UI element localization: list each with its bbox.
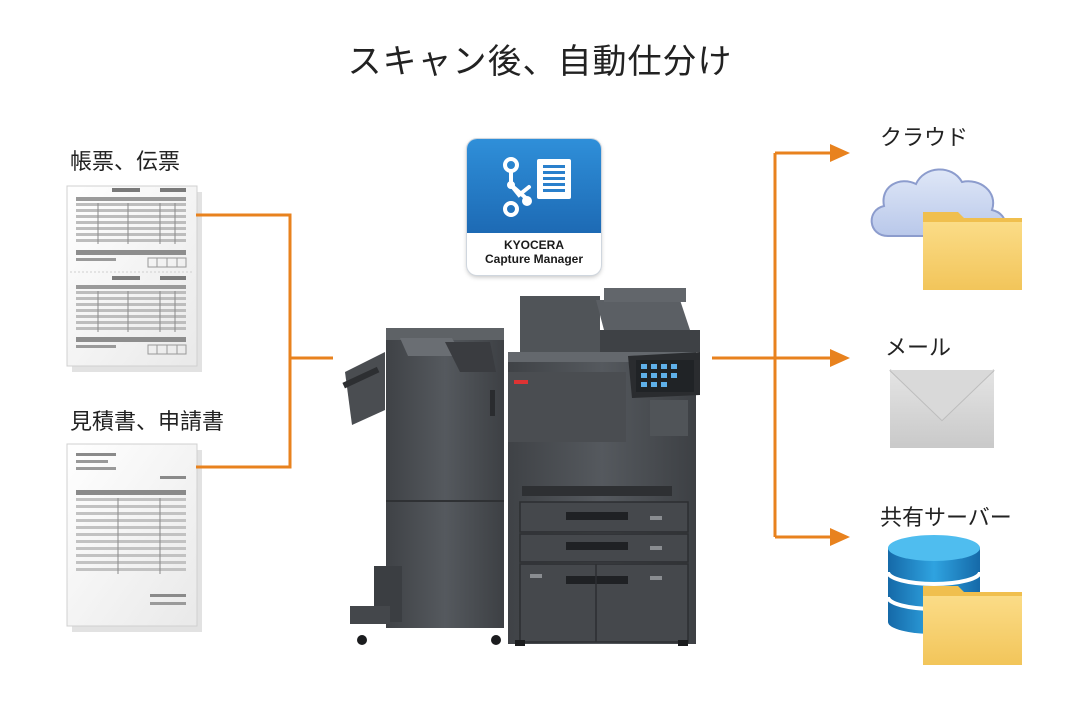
page-title: スキャン後、自動仕分け — [347, 42, 733, 82]
logo-brand: KYOCERA — [503, 238, 564, 252]
input-connector-lines — [196, 213, 333, 469]
arrow-to-mail-icon — [830, 349, 850, 367]
quotes-document-icon — [66, 443, 202, 632]
arrow-to-server-icon — [830, 528, 850, 546]
mail-label: メール — [885, 336, 952, 361]
multifunction-printer-illustration — [342, 288, 700, 646]
capture-manager-logo-badge — [467, 139, 601, 233]
cloud-label: クラウド — [880, 126, 969, 151]
cloud-folder-icon — [923, 212, 1022, 290]
quotes-label: 見積書、申請書 — [70, 410, 225, 435]
server-folder-icon — [923, 586, 1022, 665]
mail-envelope-icon — [889, 369, 995, 448]
arrow-to-cloud-icon — [830, 144, 850, 162]
capture-manager-logo: KYOCERA Capture Manager — [467, 139, 601, 275]
server-label: 共有サーバー — [880, 506, 1012, 531]
logo-product: Capture Manager — [484, 252, 584, 266]
workflow-document-icon — [503, 157, 571, 217]
forms-document-icon — [66, 185, 202, 372]
capture-manager-logo-text: KYOCERA Capture Manager — [467, 238, 601, 266]
forms-label: 帳票、伝票 — [70, 150, 181, 175]
output-connector-lines — [712, 144, 850, 546]
